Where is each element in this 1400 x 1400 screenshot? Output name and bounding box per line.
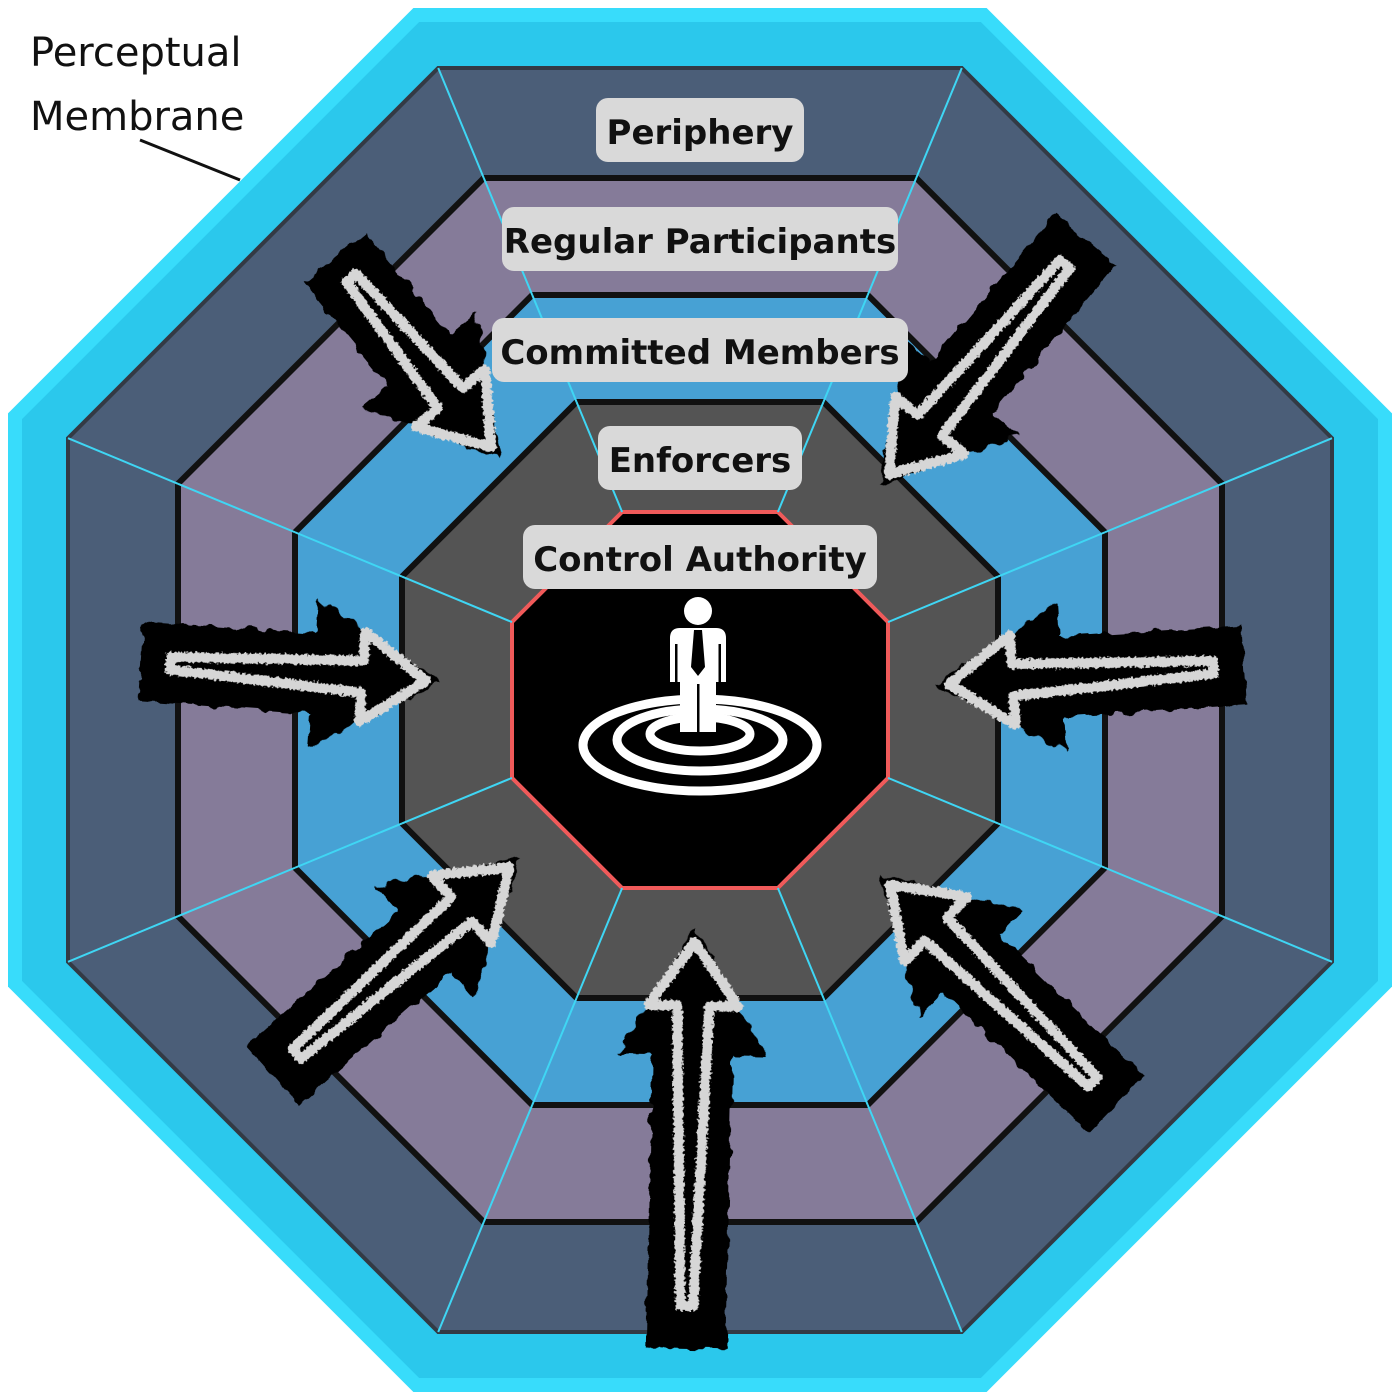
ring-spoke-line — [294, 822, 403, 869]
ring-label-regular-participants: Regular Participants — [502, 207, 898, 271]
ring-label-committed-members: Committed Members — [492, 318, 908, 382]
membrane-pointer-line — [139, 138, 241, 182]
ring-spoke-line — [1104, 866, 1223, 918]
membrane-annotation: Perceptual Membrane — [30, 30, 244, 182]
ring-spoke-line — [915, 1221, 963, 1333]
arrow-chalk-shaft — [297, 908, 461, 1055]
inward-arrow-icon — [303, 232, 500, 458]
ring-spoke-line — [482, 1104, 534, 1223]
ring-label-periphery: Periphery — [596, 98, 804, 162]
ring-spoke-line — [177, 866, 296, 918]
arrow-chalk-shaft — [1018, 661, 1208, 686]
ring-spoke-line — [294, 531, 403, 578]
membrane-label-line1: Perceptual — [30, 30, 242, 76]
arrow-chalk-stroke — [643, 936, 744, 1312]
arrow-chalk-shaft — [349, 277, 452, 397]
inward-arrow-icon — [137, 598, 440, 749]
ring-spoke-line — [1221, 437, 1333, 485]
arrow-chalk-stroke — [287, 862, 515, 1064]
arrow-chalk-shaft — [680, 1011, 700, 1298]
ring-spoke-line — [575, 887, 624, 999]
inward-arrow-icon — [880, 875, 1145, 1134]
ring-label-text: Regular Participants — [504, 222, 896, 262]
ring-spoke-line — [531, 997, 578, 1106]
arrow-chalk-shaft — [936, 929, 1093, 1082]
ring-spoke-line — [1221, 915, 1333, 963]
ring-spoke-line — [1104, 482, 1223, 534]
inward-arrow-icon — [245, 858, 520, 1106]
arrow-chalk-stroke — [943, 630, 1219, 730]
ring-spoke-line — [866, 1104, 918, 1223]
arrow-chalk-stroke — [885, 879, 1103, 1092]
inward-arrow-icon — [880, 213, 1117, 485]
arrow-chalk-stroke — [883, 255, 1075, 480]
ring-spoke-line — [997, 531, 1106, 578]
ring-label-control-authority: Control Authority — [523, 525, 877, 589]
ring-spoke-line — [915, 67, 963, 179]
ring-spoke-line — [437, 67, 485, 179]
ring-spoke-line — [67, 915, 179, 963]
ring-label-text: Committed Members — [500, 333, 899, 373]
ring-spoke-line — [887, 776, 999, 825]
ring-spoke-line — [437, 1221, 485, 1333]
ring-spoke-line — [997, 822, 1106, 869]
ring-spoke-line — [401, 776, 513, 825]
inward-arrow-icon — [935, 602, 1247, 752]
ring-label-text: Enforcers — [609, 441, 792, 481]
ring-spoke-line — [822, 997, 869, 1106]
ring-label-enforcers: Enforcers — [598, 426, 802, 490]
person-on-target-icon — [578, 597, 822, 796]
inward-arrow-icon — [617, 928, 768, 1349]
arrow-chalk-stroke — [165, 626, 432, 727]
arrow-chalk-shaft — [929, 265, 1066, 425]
ring-label-text: Periphery — [607, 113, 794, 153]
ring-label-text: Control Authority — [533, 540, 867, 580]
ring-spoke-line — [776, 887, 825, 999]
inward-arrows — [137, 213, 1247, 1349]
arrow-chalk-stroke — [340, 268, 497, 453]
ring-spoke-line — [401, 575, 513, 624]
arrow-chalk-shaft — [176, 657, 357, 683]
ring-spoke-line — [887, 575, 999, 624]
ring-spoke-line — [67, 437, 179, 485]
ring-spoke-line — [177, 482, 296, 534]
membrane-label-line2: Membrane — [30, 94, 244, 140]
ring-spokes — [67, 67, 1333, 1333]
